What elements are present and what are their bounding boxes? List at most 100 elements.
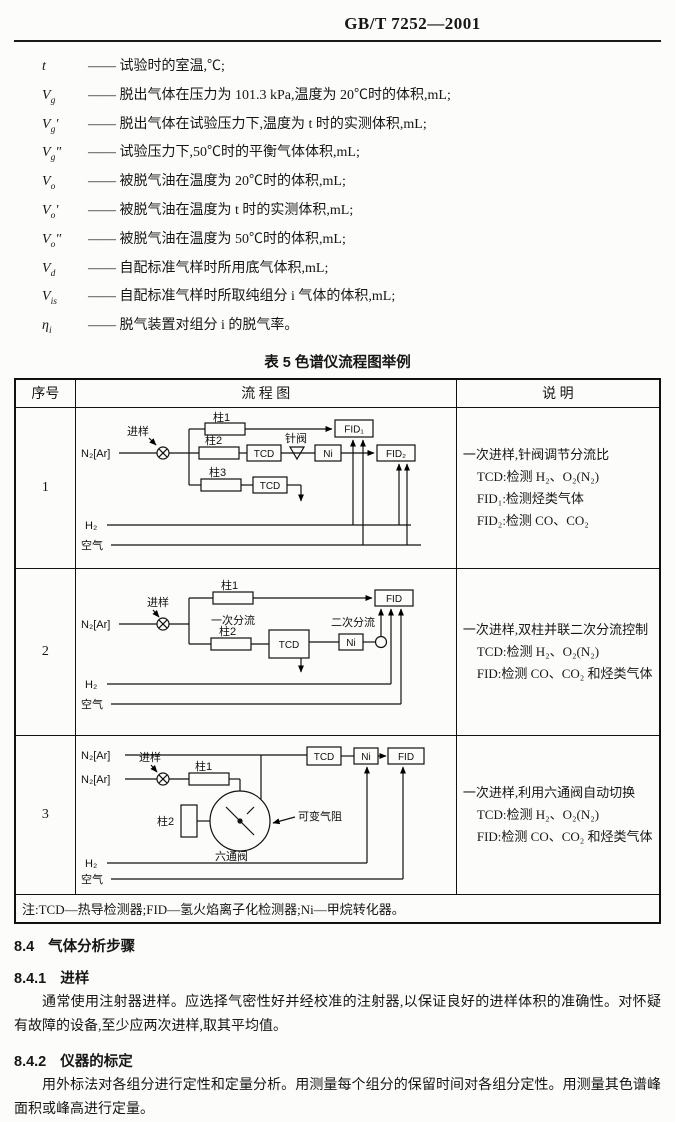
air-label: 空气 <box>81 697 103 711</box>
standard-number: GB/T 7252—2001 <box>344 14 481 33</box>
description-line: FID₂:检测 CO、CO₂ <box>476 512 589 528</box>
carrier-gas-1-label: N₂[Ar] <box>81 750 110 762</box>
air-label: 空气 <box>81 872 103 886</box>
table-note-row: 注:TCD—热导检测器;FID—氢火焰离子化检测器;Ni—甲烷转化器。 <box>14 893 661 924</box>
table-row-3: 3 <box>14 734 661 895</box>
definition-item: Vg′ —— 脱出气体在试验压力下,温度为 t 时的实测体积,mL; <box>42 113 661 142</box>
section-title: 仪器的标定 <box>60 1053 133 1070</box>
description-cell-2: 一次进样,双柱并联二次分流控制 TCD:检测 H₂、O₂(N₂) FID:检测 … <box>455 567 661 736</box>
ni-label: Ni <box>323 449 332 460</box>
symbol-definitions-list: t —— 试验时的室温,℃; Vg—— 脱出气体在压力为 101.3 kPa,温度… <box>14 55 661 343</box>
symbol-description: —— 被脱气油在温度为 t 时的实测体积,mL; <box>88 202 354 218</box>
column-1-box <box>212 591 254 605</box>
primary-split-label: 一次分流 <box>211 613 255 627</box>
restrictor-symbol <box>374 635 387 649</box>
symbol-description: —— 试验时的室温,℃; <box>88 59 225 74</box>
flow-diagram-2: N₂[Ar] 进样 柱1 一次分流 柱2 TCD 二次分流 Ni FID H₂ … <box>81 578 414 711</box>
description-line: 一次进样,双柱并联二次分流控制 <box>462 621 649 637</box>
description-line: TCD:检测 H₂、O₂(N₂) <box>476 806 600 822</box>
definition-item: ηi—— 脱气装置对组分 i 的脱气率。 <box>42 314 661 343</box>
fid-label: FID <box>386 594 402 605</box>
tcd-box <box>268 629 310 659</box>
symbol-term: Vo′ <box>42 202 59 221</box>
column-1-label: 柱1 <box>195 759 212 773</box>
h2-label: H₂ <box>85 679 97 691</box>
column-1-label: 柱1 <box>221 578 238 592</box>
diagram-cell-2: N₂[Ar] 进样 柱1 一次分流 柱2 TCD 二次分流 Ni FID H₂ … <box>74 567 457 736</box>
header-description: 说 明 <box>455 378 661 408</box>
chromatograph-flow-table: 序号 流 程 图 说 明 1 <box>14 377 661 924</box>
carrier-gas-label: N₂[Ar] <box>81 448 110 460</box>
definition-item: Vo″ —— 被脱气油在温度为 50℃时的体积,mL; <box>42 228 661 257</box>
symbol-description: —— 脱出气体在试验压力下,温度为 t 时的实测体积,mL; <box>88 116 427 132</box>
paragraph-calibration: 用外标法对各组分进行定性和定量分析。用测量每个组分的保留时间对各组分定性。用测量… <box>14 1077 661 1117</box>
section-title: 进样 <box>60 970 90 987</box>
description-line: FID:检测 CO、CO₂ 和烃类气体 <box>476 828 653 844</box>
tcd-label: TCD <box>278 640 299 651</box>
h2-label: H₂ <box>85 520 97 532</box>
variable-restrictor-label: 可变气阻 <box>298 809 342 823</box>
inject-label: 进样 <box>147 595 169 609</box>
definition-item: Vo′ —— 被脱气油在温度为 t 时的实测体积,mL; <box>42 199 661 228</box>
symbol-term: Vg′ <box>42 116 59 135</box>
diagram-cell-1: N₂[Ar] 进样 柱1 柱2 柱3 针阀 TCD TCD Ni FID₁ FI… <box>74 406 457 569</box>
fid-box <box>374 589 414 607</box>
column-2-box <box>180 804 198 838</box>
definition-item: t —— 试验时的室温,℃; <box>42 55 661 84</box>
inject-label: 进样 <box>127 424 149 438</box>
section-number: 8.4 <box>14 938 35 955</box>
column-3-box <box>200 478 242 492</box>
column-1-label: 柱1 <box>213 411 230 424</box>
h2-label: H₂ <box>85 858 97 870</box>
description-line: 一次进样,利用六通阀自动切换 <box>462 784 636 800</box>
header-flow-diagram: 流 程 图 <box>74 378 457 408</box>
needle-valve-label: 针阀 <box>285 431 307 445</box>
section-number: 8.4.2 <box>14 1053 47 1070</box>
inject-label: 进样 <box>139 750 161 764</box>
fid1-box <box>334 419 374 438</box>
column-1-box <box>188 772 230 786</box>
row-number: 3 <box>14 734 76 895</box>
symbol-term: Vo″ <box>42 231 62 250</box>
secondary-split-label: 二次分流 <box>331 615 375 629</box>
symbol-description: —— 试验压力下,50℃时的平衡气体体积,mL; <box>88 145 360 161</box>
paragraph-sampling: 通常使用注射器进样。应选择气密性好并经校准的注射器,以保证良好的进样体积的准确性… <box>14 994 661 1034</box>
symbol-term: ηi <box>42 318 52 336</box>
carrier-gas-2-label: N₂[Ar] <box>81 774 110 786</box>
tcd-label: TCD <box>313 752 334 763</box>
description-line: TCD:检测 H₂、O₂(N₂) <box>476 468 600 484</box>
symbol-term: Vo <box>42 174 56 192</box>
description-cell-3: 一次进样,利用六通阀自动切换 TCD:检测 H₂、O₂(N₂) FID:检测 C… <box>455 734 661 895</box>
tcd-reference-label: TCD <box>259 481 280 492</box>
definition-item: Vg—— 脱出气体在压力为 101.3 kPa,温度为 20℃时的体积,mL; <box>42 84 661 113</box>
column-1-box <box>204 422 246 436</box>
air-label: 空气 <box>81 538 103 552</box>
symbol-term: t <box>42 59 46 74</box>
definition-item: Vo —— 被脱气油在温度为 20℃时的体积,mL; <box>42 170 661 199</box>
table-header-row: 序号 流 程 图 说 明 <box>14 378 661 408</box>
symbol-description: —— 被脱气油在温度为 50℃时的体积,mL; <box>88 231 346 247</box>
table-row-2: 2 <box>14 567 661 736</box>
description-line: TCD:检测 H₂、O₂(N₂) <box>476 643 600 659</box>
fid2-box <box>376 444 416 462</box>
symbol-term: Vis <box>42 289 57 308</box>
column-2-box <box>210 637 252 651</box>
flow-diagram-1: N₂[Ar] 进样 柱1 柱2 柱3 针阀 TCD TCD Ni FID₁ FI… <box>81 410 421 552</box>
definition-item: Vis—— 自配标准气样时所取纯组分 i 气体的体积,mL; <box>42 285 661 314</box>
table-row-1: 1 <box>14 406 661 569</box>
row-number: 2 <box>14 567 76 736</box>
column-2-box <box>198 446 240 460</box>
fid1-label: FID₁ <box>344 424 364 435</box>
column-2-label: 柱2 <box>157 814 174 828</box>
description-line: FID:检测 CO、CO₂ 和烃类气体 <box>476 665 653 681</box>
fid-box <box>387 747 425 765</box>
symbol-term: Vd <box>42 260 56 279</box>
description-cell-1: 一次进样,针阀调节分流比 TCD:检测 H₂、O₂(N₂) FID₁:检测烃类气… <box>455 406 661 569</box>
section-heading-8-4-2: 8.4.2 仪器的标定 <box>14 1050 661 1071</box>
column-2-label: 柱2 <box>205 433 222 447</box>
symbol-description: —— 被脱气油在温度为 20℃时的体积,mL; <box>88 174 346 190</box>
definition-item: Vg″—— 试验压力下,50℃时的平衡气体体积,mL; <box>42 141 661 170</box>
section-number: 8.4.1 <box>14 970 47 987</box>
